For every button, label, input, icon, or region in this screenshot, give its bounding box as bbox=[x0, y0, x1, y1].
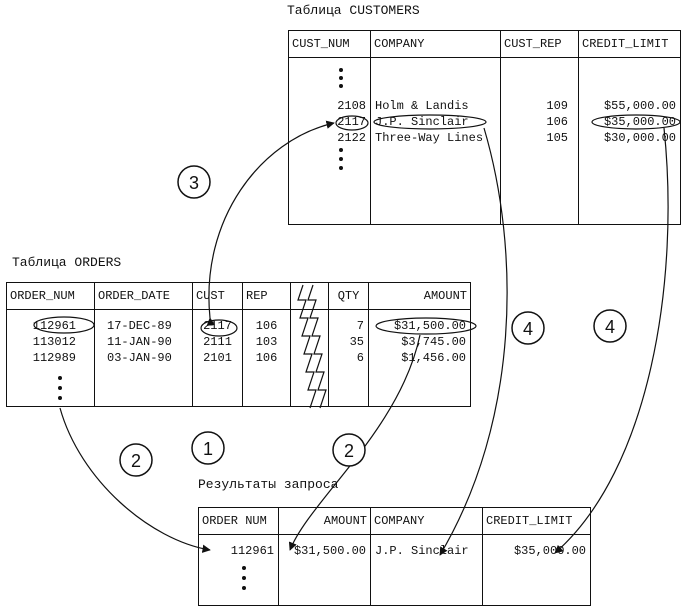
customers-caption: Таблица CUSTOMERS bbox=[287, 3, 420, 18]
result-order-num-cell: 112961 bbox=[230, 544, 274, 558]
order-date-column: 17-DEC-89 11-JAN-90 03-JAN-90 bbox=[94, 309, 193, 407]
result-credit-limit-column: $35,000.00 bbox=[482, 534, 591, 606]
rep-cell: 106 bbox=[255, 351, 278, 365]
header-credit-limit: CREDIT_LIMIT bbox=[578, 30, 681, 58]
step-2-label-right: 2 bbox=[344, 441, 354, 461]
cust-num-cell: 2122 bbox=[337, 131, 366, 145]
rep-cell: 106 bbox=[255, 319, 278, 333]
cust-rep-column: 109 106 105 bbox=[500, 57, 579, 225]
header-result-company: COMPANY bbox=[370, 507, 483, 535]
qty-cell: 7 bbox=[356, 319, 364, 333]
amount-cell: $1,456.00 bbox=[401, 351, 466, 365]
cust-rep-cell: 105 bbox=[546, 131, 568, 145]
qty-cell: 6 bbox=[356, 351, 364, 365]
credit-limit-column: $55,000.00 $35,000.00 $30,000.00 bbox=[578, 57, 681, 225]
header-break bbox=[290, 282, 329, 310]
cust-num-cell: 2108 bbox=[337, 99, 366, 113]
header-rep: REP bbox=[242, 282, 291, 310]
amount-column: $31,500.00 $3,745.00 $1,456.00 bbox=[368, 309, 471, 407]
company-column: Holm & Landis J.P. Sinclair Three-Way Li… bbox=[370, 57, 501, 225]
order-num-cell: 112961 bbox=[32, 319, 76, 333]
amount-cell: $3,745.00 bbox=[401, 335, 466, 349]
order-num-cell: 113012 bbox=[32, 335, 76, 349]
step-1-label: 1 bbox=[203, 439, 213, 459]
cust-rep-cell: 109 bbox=[546, 99, 568, 113]
step-3-label: 3 bbox=[189, 173, 199, 193]
company-cell: Three-Way Lines bbox=[375, 131, 484, 145]
header-order-num: ORDER_NUM bbox=[6, 282, 95, 310]
step-2-label-left: 2 bbox=[131, 451, 141, 471]
credit-limit-cell: $35,000.00 bbox=[603, 115, 676, 129]
order-date-cell: 03-JAN-90 bbox=[107, 351, 172, 365]
result-company-column: J.P. Sinclair bbox=[370, 534, 483, 606]
amount-cell: $31,500.00 bbox=[393, 319, 466, 333]
arrow-2-order-num bbox=[59, 407, 211, 553]
cust-num-column: 2108 2117 2122 bbox=[288, 57, 371, 225]
order-num-cell: 112989 bbox=[32, 351, 76, 365]
rep-cell: 103 bbox=[255, 335, 278, 349]
result-amount-column: $31,500.00 bbox=[278, 534, 371, 606]
cust-cell: 2101 bbox=[203, 351, 232, 365]
step-4-label-right: 4 bbox=[605, 317, 615, 337]
rep-column: 106 103 106 bbox=[242, 309, 291, 407]
result-credit-limit-cell: $35,000.00 bbox=[513, 544, 586, 558]
step-4-label-left: 4 bbox=[523, 319, 533, 339]
cust-cell: 2111 bbox=[203, 335, 232, 349]
header-result-order-num: ORDER NUM bbox=[198, 507, 279, 535]
orders-caption: Таблица ORDERS bbox=[12, 255, 122, 270]
company-cell: J.P. Sinclair bbox=[375, 115, 469, 129]
header-qty: QTY bbox=[328, 282, 369, 310]
order-num-column: 112961 113012 112989 bbox=[6, 309, 95, 407]
header-order-date: ORDER_DATE bbox=[94, 282, 193, 310]
cust-column: 2117 2111 2101 bbox=[192, 309, 243, 407]
qty-cell: 35 bbox=[349, 335, 364, 349]
omitted-columns bbox=[290, 309, 329, 407]
header-cust-rep: CUST_REP bbox=[500, 30, 579, 58]
header-company: COMPANY bbox=[370, 30, 501, 58]
results-table: ORDER NUM AMOUNT COMPANY CREDIT_LIMIT 11… bbox=[198, 507, 591, 606]
header-cust: CUST bbox=[192, 282, 243, 310]
header-amount: AMOUNT bbox=[368, 282, 471, 310]
result-amount-cell: $31,500.00 bbox=[293, 544, 366, 558]
credit-limit-cell: $30,000.00 bbox=[603, 131, 676, 145]
header-result-amount: AMOUNT bbox=[278, 507, 371, 535]
result-order-num-column: 112961 bbox=[198, 534, 279, 606]
company-cell: Holm & Landis bbox=[375, 99, 469, 113]
result-company-cell: J.P. Sinclair bbox=[375, 544, 469, 558]
header-result-credit-limit: CREDIT_LIMIT bbox=[482, 507, 591, 535]
orders-table: ORDER_NUM ORDER_DATE CUST REP QTY AMOUNT… bbox=[6, 282, 471, 407]
credit-limit-cell: $55,000.00 bbox=[603, 99, 676, 113]
order-date-cell: 17-DEC-89 bbox=[107, 319, 172, 333]
cust-cell: 2117 bbox=[203, 319, 232, 333]
qty-column: 7 35 6 bbox=[328, 309, 369, 407]
header-cust-num: CUST_NUM bbox=[288, 30, 371, 58]
results-caption: Результаты запроса bbox=[198, 477, 339, 492]
cust-num-cell: 2117 bbox=[337, 115, 366, 129]
cust-rep-cell: 106 bbox=[546, 115, 568, 129]
customers-table: CUST_NUM COMPANY CUST_REP CREDIT_LIMIT 2… bbox=[288, 30, 681, 225]
order-date-cell: 11-JAN-90 bbox=[107, 335, 172, 349]
